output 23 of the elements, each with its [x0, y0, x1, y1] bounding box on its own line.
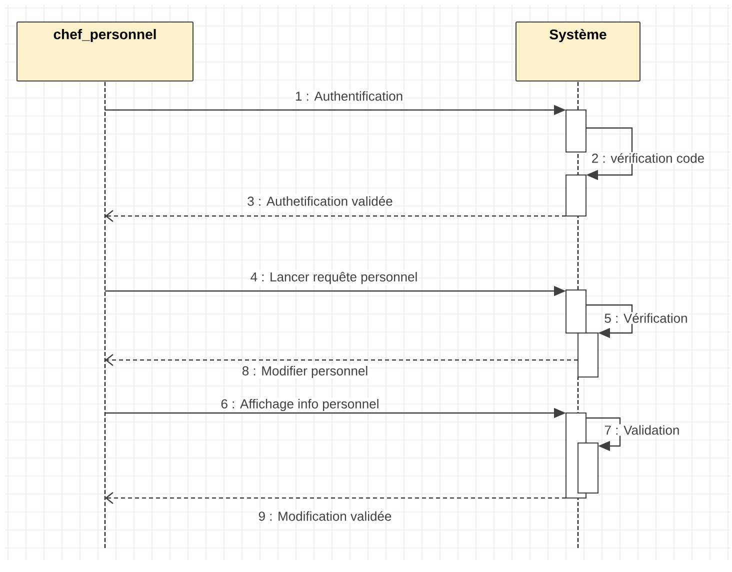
message-arrow — [586, 304, 633, 338]
edge-label: 6 : Affichage info personnel — [220, 398, 380, 412]
edge-label: 9 : Modification validée — [257, 510, 393, 522]
edge-label: 8 : Modifier personnel — [240, 364, 370, 380]
lifeline-head: Système — [516, 22, 640, 82]
activation-bar — [566, 290, 586, 334]
message-arrow — [105, 354, 578, 366]
activation-bar — [578, 332, 598, 378]
activation-bar — [566, 174, 586, 216]
message-arrow — [105, 210, 566, 222]
message-arrow — [586, 127, 633, 180]
edge-label: 2 : vérification code — [590, 152, 706, 164]
message-arrow — [105, 492, 566, 504]
edge-label: 7 : Validation — [603, 424, 681, 436]
edge-label: 4 : Lancer requête personnel — [249, 270, 419, 286]
edge-label: 1 : Authentification — [294, 90, 404, 102]
edge-label: 3 : Authetification validée — [246, 195, 394, 207]
lifeline-head: chef_personnel — [16, 22, 194, 82]
lifeline — [104, 80, 106, 548]
activation-bar — [566, 110, 586, 152]
activation-bar — [578, 442, 598, 494]
edge-label: 5 : Vérification — [603, 312, 689, 324]
message-arrow — [586, 417, 621, 452]
